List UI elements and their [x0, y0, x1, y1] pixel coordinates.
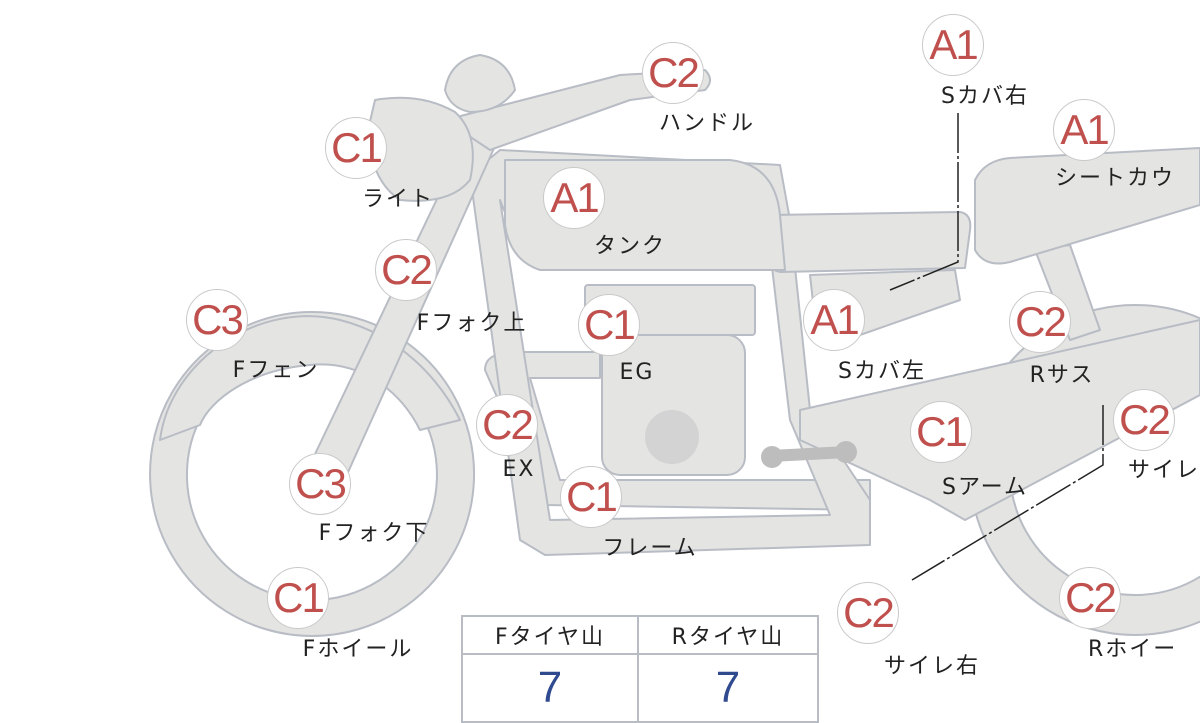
label-f-fork-upper: Fフォク上 [416, 311, 528, 336]
leader-line-s-cover-right [889, 113, 959, 291]
label-s-cover-left: Sカバ左 [838, 359, 926, 384]
headlight [367, 96, 474, 202]
grade-badge-light: C1 [325, 117, 387, 179]
seat [767, 211, 972, 273]
grade-badge-handle: C2 [642, 42, 704, 104]
engine [601, 334, 746, 476]
label-frame: フレーム [602, 536, 698, 561]
seat-cowl [974, 147, 1200, 265]
mirror [444, 54, 516, 113]
grade-badge-s-cover-right: A1 [922, 14, 984, 76]
engine-cover [645, 410, 699, 464]
grade-badge-tank: A1 [543, 167, 605, 229]
grade-badge-silencer: C2 [1113, 389, 1175, 451]
swingarm [799, 319, 1200, 521]
label-light: ライト [361, 187, 435, 212]
label-handle: ハンドル [658, 111, 756, 136]
grade-badge-f-fork-upper: C2 [375, 239, 437, 301]
header-r-tire: Rタイヤ山 [636, 615, 820, 655]
label-engine: EG [619, 360, 655, 385]
label-swingarm: Sアーム [942, 475, 1028, 500]
grade-badge-swingarm: C1 [910, 401, 972, 463]
grade-badge-f-fork-lower: C3 [289, 453, 351, 515]
label-f-wheel: Fホイール [302, 637, 414, 662]
grade-badge-f-wheel: C1 [267, 567, 329, 629]
footpeg [764, 446, 854, 462]
label-s-cover-right: Sカバ右 [941, 84, 1029, 109]
grade-badge-f-fender: C3 [186, 289, 248, 351]
grade-badge-exhaust: C2 [476, 394, 538, 456]
label-silencer-right: サイレ右 [883, 654, 981, 679]
grade-badge-frame: C1 [560, 466, 622, 528]
label-tank: タンク [593, 234, 667, 259]
grade-badge-s-cover-left: A1 [803, 289, 865, 351]
grade-badge-seat-cowl: A1 [1053, 99, 1115, 161]
value-r-tire: 7 [636, 653, 820, 723]
value-f-tire: 7 [461, 653, 639, 723]
label-f-fender: Fフェン [232, 358, 320, 383]
tire-tread-table: Fタイヤ山 Rタイヤ山 7 7 [461, 615, 820, 723]
grade-badge-engine: C1 [578, 294, 640, 356]
label-f-fork-lower: Fフォク下 [318, 521, 430, 546]
leader-line-silencer [911, 405, 1104, 581]
grade-badge-silencer-right: C2 [837, 582, 899, 644]
label-r-wheel: Rホイー [1088, 637, 1178, 662]
grade-badge-r-suspension: C2 [1009, 291, 1071, 353]
label-silencer: サイレ [1128, 458, 1200, 483]
label-r-suspension: Rサス [1029, 363, 1095, 388]
label-exhaust: EX [502, 457, 536, 482]
label-seat-cowl: シートカウ [1055, 166, 1176, 191]
header-f-tire: Fタイヤ山 [461, 615, 639, 655]
grade-badge-r-wheel: C2 [1059, 567, 1121, 629]
